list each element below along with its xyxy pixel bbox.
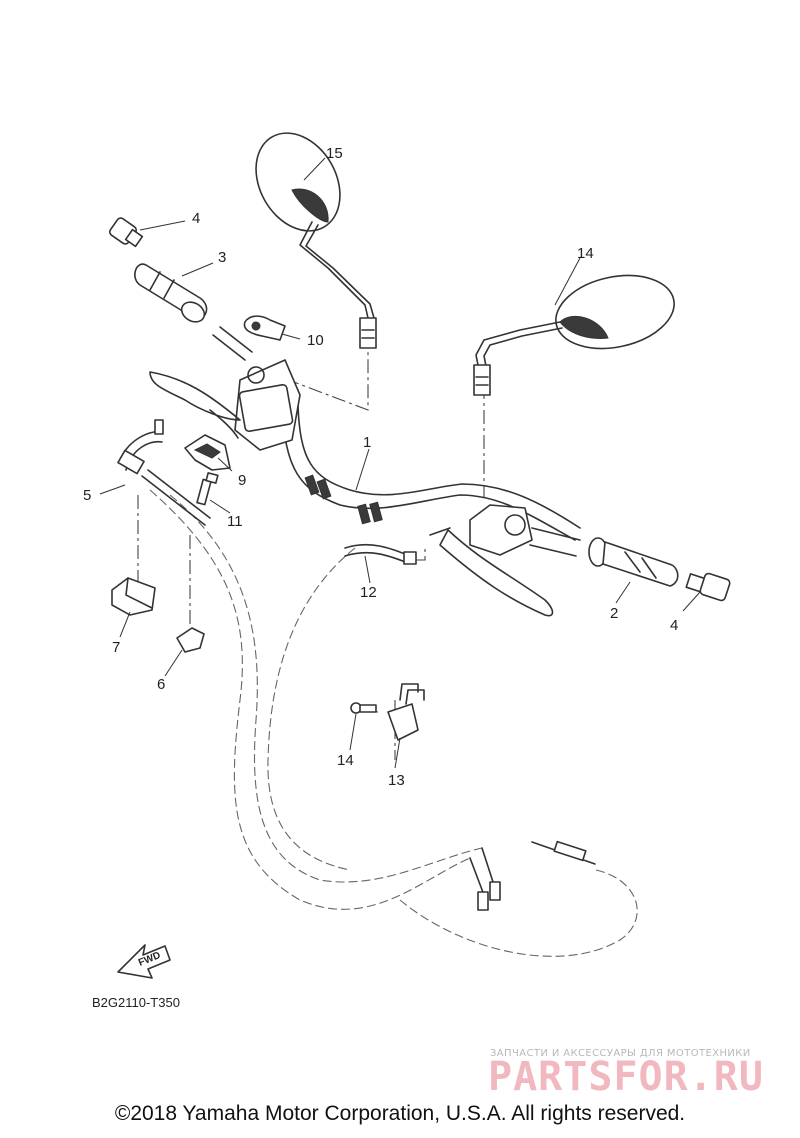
lever-clamp <box>184 434 231 471</box>
copyright-notice: ©2018 Yamaha Motor Corporation, U.S.A. A… <box>114 1102 686 1125</box>
handlebar <box>281 404 581 541</box>
throttle-cable <box>117 419 211 526</box>
callout-7: 7 <box>112 639 120 656</box>
callout-12: 13 <box>388 772 405 789</box>
callout-4-left: 4 <box>192 210 200 227</box>
cable-holder <box>176 627 205 653</box>
cable-routing <box>149 489 638 957</box>
callouts: 15 14 4 3 10 1 9 11 5 7 6 12 13 14 2 4 <box>83 145 678 789</box>
watermark: ЗАПЧАСТИ И АКСЕССУАРЫ ДЛЯ МОТОТЕХНИКИ PA… <box>488 1048 764 1100</box>
callout-14: 14 <box>577 245 594 262</box>
fwd-arrow-icon: FWD <box>117 944 171 979</box>
cable-guide <box>111 577 156 616</box>
callout-13: 14 <box>337 752 354 769</box>
leader-lines <box>99 157 701 769</box>
watermark-tagline: ЗАПЧАСТИ И АКСЕССУАРЫ ДЛЯ МОТОТЕХНИКИ <box>490 1048 751 1059</box>
bracket-bolt <box>350 702 377 714</box>
callout-5: 5 <box>83 487 91 504</box>
throttle-holder <box>243 315 286 341</box>
right-mirror <box>473 274 675 396</box>
left-grip-end <box>109 217 144 248</box>
callout-9: 10 <box>307 332 324 349</box>
callout-6: 6 <box>157 676 165 693</box>
callout-11: 12 <box>360 584 377 601</box>
cable-ends <box>469 840 596 911</box>
cable-bracket <box>387 683 425 741</box>
right-lever-assembly <box>429 504 554 617</box>
diagram-code: B2G2110-T350 <box>92 995 180 1010</box>
callout-8: 9 <box>238 472 246 489</box>
callout-15: 15 <box>326 145 343 162</box>
clutch-cable <box>344 543 417 565</box>
right-grip-end <box>685 572 731 602</box>
callout-10: 11 <box>227 513 243 530</box>
callout-3: 3 <box>218 249 226 266</box>
callout-4-right: 4 <box>670 617 678 634</box>
right-grip <box>529 527 679 587</box>
left-lever-assembly <box>149 326 301 451</box>
callout-1: 1 <box>363 434 371 451</box>
assembly-lines <box>137 345 485 760</box>
left-grip <box>134 263 208 323</box>
clamp-bolt <box>196 472 219 506</box>
left-mirror <box>255 132 377 349</box>
callout-2: 2 <box>610 605 618 622</box>
watermark-brand: PARTSFOR.RU <box>488 1054 764 1100</box>
